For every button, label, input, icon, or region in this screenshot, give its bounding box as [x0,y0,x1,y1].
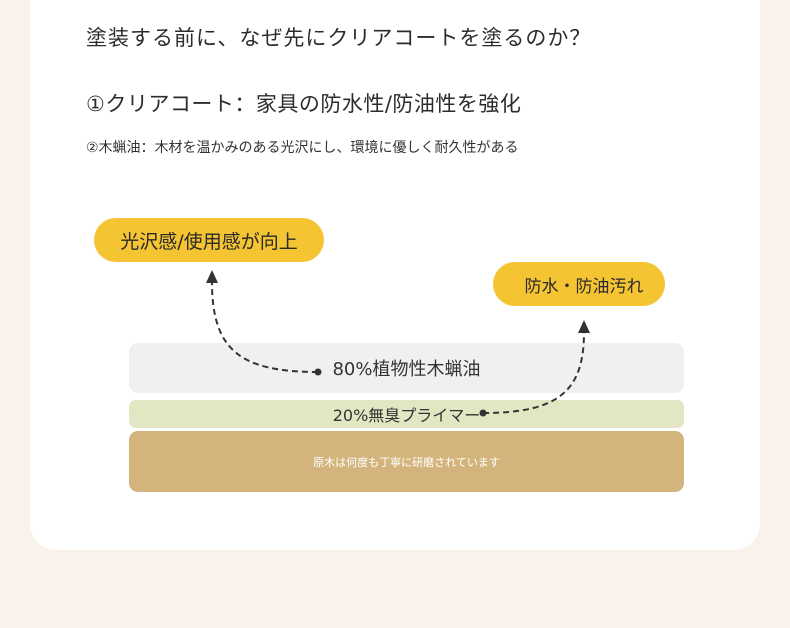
layer-wood-label: 原木は何度も丁寧に研磨されています [313,455,500,469]
dot-oil-icon [314,368,322,376]
layer-primer: 20%無臭プライマー [129,400,684,428]
arrowhead-right-icon [578,320,590,333]
badge-waterproof: 防水・防油汚れ [493,262,665,306]
layer-primer-label: 20%無臭プライマー [332,406,481,425]
point-wood-wax-oil: ②木蝋油：木材を温かみのある光沢にし、環境に優しく耐久性がある [86,140,519,156]
arrow-oil-to-gloss [211,281,319,373]
layer-raw-wood: 原木は何度も丁寧に研磨されています [129,431,684,492]
badge-gloss: 光沢感/使用感が向上 [94,218,324,262]
arrow-primer-to-waterproof [482,331,585,414]
badge-waterproof-label: 防水・防油汚れ [524,276,644,297]
arrowhead-left-icon [206,270,218,283]
layer-oil-label: 80%植物性木蝋油 [332,359,481,380]
layer-wood-wax-oil: 80%植物性木蝋油 [129,343,684,393]
dot-primer-icon [479,409,487,417]
badge-gloss-label: 光沢感/使用感が向上 [120,230,298,253]
page-title: 塗装する前に、なぜ先にクリアコートを塗るのか？ [86,26,592,50]
point-clear-coat: ①クリアコート：家具の防水性/防油性を強化 [86,92,522,116]
